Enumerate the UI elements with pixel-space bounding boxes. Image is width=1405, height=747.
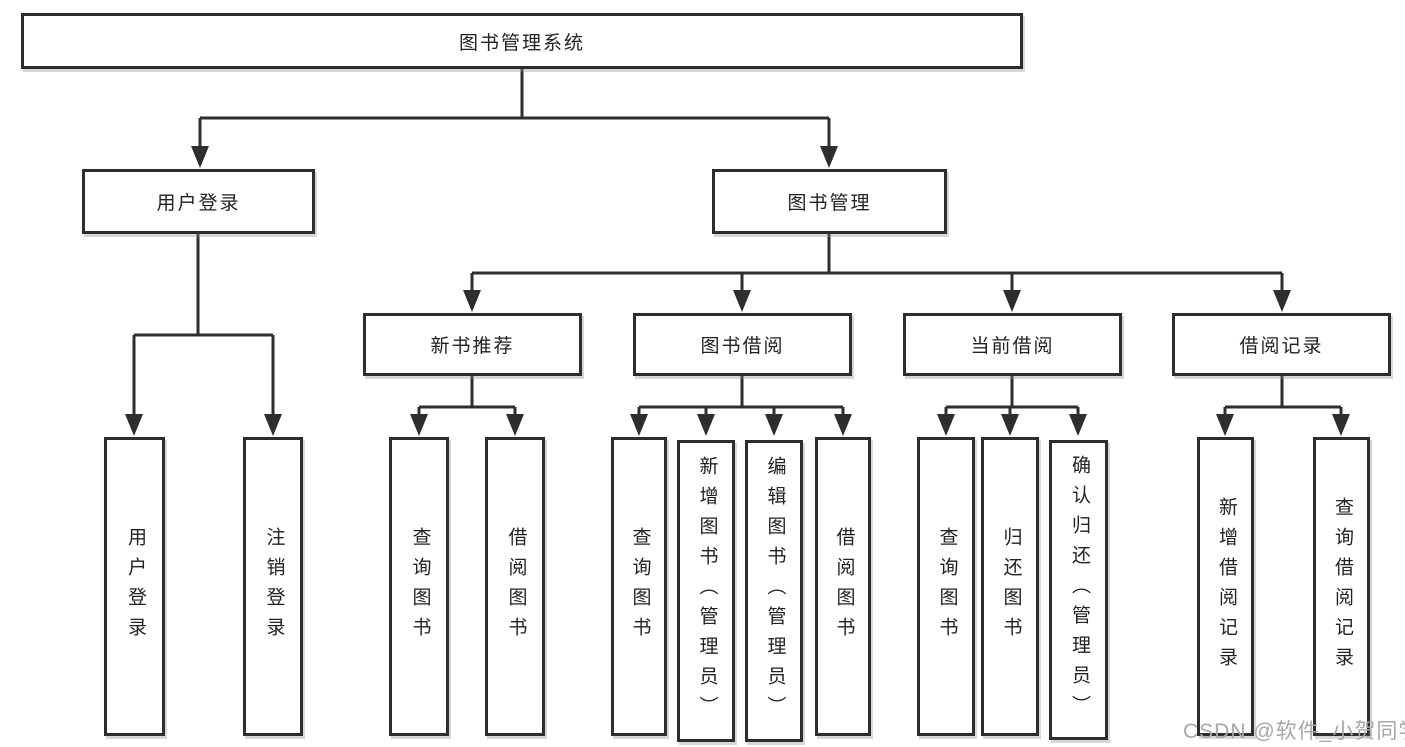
node-label: 图书借阅 <box>700 336 785 357</box>
node-label: 新增借阅记录 <box>1215 496 1237 677</box>
node-borrowing-records: 借阅记录 <box>1172 313 1391 376</box>
arrow-down-icon <box>1273 290 1291 312</box>
node-book-management: 图书管理 <box>712 169 947 234</box>
arrow-down-icon <box>820 146 838 168</box>
connector-records-children <box>1223 376 1343 418</box>
leaf-bb-borrow-books: 借阅图书 <box>815 437 871 736</box>
node-label: 借阅记录 <box>1239 336 1324 357</box>
leaf-br-query-record: 查询借阅记录 <box>1313 437 1370 736</box>
arrow-down-icon <box>264 414 282 436</box>
arrow-down-icon <box>834 414 852 436</box>
node-label: 编辑图书（管理员） <box>764 456 786 726</box>
node-label: 用户登录 <box>156 193 241 214</box>
leaf-logout: 注销登录 <box>243 437 303 736</box>
leaf-nb-borrow-books: 借阅图书 <box>485 437 545 736</box>
leaf-bb-edit-books-admin: 编辑图书（管理员） <box>745 440 803 742</box>
arrow-down-icon <box>765 414 783 436</box>
node-label: 新增图书（管理员） <box>696 456 718 726</box>
node-label: 新书推荐 <box>430 336 515 357</box>
connector-book-borrow-children <box>637 376 845 418</box>
leaf-nb-query-books: 查询图书 <box>389 437 449 736</box>
node-label: 图书管理系统 <box>458 32 585 54</box>
leaf-bb-add-books-admin: 新增图书（管理员） <box>677 440 735 742</box>
connector-user-login-children <box>132 234 275 418</box>
arrow-down-icon <box>506 414 524 436</box>
arrow-down-icon <box>1003 290 1021 312</box>
node-current-borrowing: 当前借阅 <box>903 313 1122 376</box>
arrow-down-icon <box>1332 414 1350 436</box>
arrow-down-icon <box>733 290 751 312</box>
node-label: 注销登录 <box>263 526 285 647</box>
node-label: 查询图书 <box>936 526 958 647</box>
arrow-down-icon <box>1001 414 1019 436</box>
arrow-down-icon <box>1216 414 1234 436</box>
node-label: 借阅图书 <box>833 526 855 647</box>
node-label: 查询借阅记录 <box>1331 496 1353 677</box>
arrowheads <box>125 146 1350 436</box>
leaf-br-add-record: 新增借阅记录 <box>1197 437 1254 736</box>
leaf-cb-query-books: 查询图书 <box>917 437 975 736</box>
node-book-borrowing: 图书借阅 <box>633 313 852 376</box>
node-new-book-recommend: 新书推荐 <box>363 313 582 376</box>
csdn-watermark: CSDN @软件_小贺同学 <box>1183 720 1405 743</box>
node-label: 图书管理 <box>787 193 872 214</box>
leaf-cb-confirm-return-admin: 确认归还（管理员） <box>1049 440 1108 740</box>
arrow-down-icon <box>410 414 428 436</box>
node-label: 借阅图书 <box>505 526 527 647</box>
node-label: 归还图书 <box>1000 526 1022 647</box>
arrow-down-icon <box>630 414 648 436</box>
node-user-login: 用户登录 <box>82 169 315 234</box>
connector-book-mgmt-to-level2 <box>470 234 1284 294</box>
node-label: 用户登录 <box>124 526 146 647</box>
leaf-user-login: 用户登录 <box>104 437 165 736</box>
arrow-down-icon <box>463 290 481 312</box>
arrow-down-icon <box>125 414 143 436</box>
node-label: 当前借阅 <box>970 336 1055 357</box>
connector-root-to-level1 <box>198 68 831 148</box>
arrow-down-icon <box>191 146 209 168</box>
arrow-down-icon <box>697 414 715 436</box>
node-library-system: 图书管理系统 <box>21 13 1023 69</box>
arrow-down-icon <box>1069 414 1087 436</box>
leaf-cb-return-books: 归还图书 <box>981 437 1039 736</box>
node-label: 确认归还（管理员） <box>1068 455 1090 725</box>
node-label: 查询图书 <box>629 526 651 647</box>
node-label: 查询图书 <box>409 526 431 647</box>
leaf-bb-query-books: 查询图书 <box>611 437 667 736</box>
arrow-down-icon <box>937 414 955 436</box>
connector-current-borrow-children <box>944 376 1080 418</box>
connector-new-book-children <box>417 376 517 418</box>
